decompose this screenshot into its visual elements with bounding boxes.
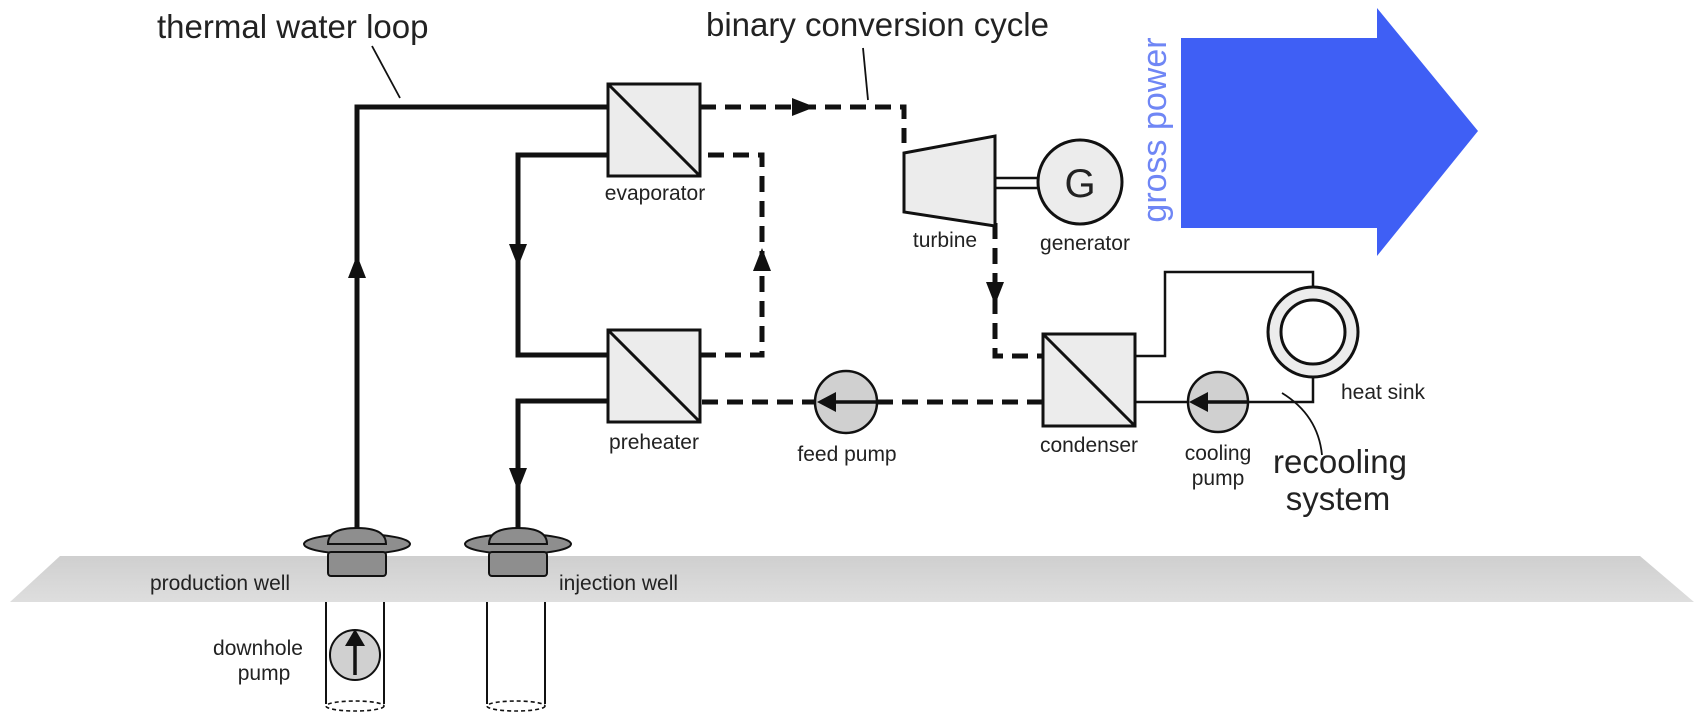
turbine-label: turbine xyxy=(913,229,977,252)
production-well-label: production well xyxy=(150,572,290,595)
condenser-label: condenser xyxy=(1040,434,1138,457)
turbine-icon xyxy=(902,134,997,228)
binary-cycle-leader xyxy=(862,47,869,101)
cooling-pump-icon xyxy=(1186,370,1250,434)
thermal-loop-flow-arrows xyxy=(348,244,527,491)
downhole-pump-label-line1: downhole xyxy=(213,637,303,660)
binary-cycle-flow-arrows xyxy=(753,98,1004,305)
binary-conversion-cycle-label: binary conversion cycle xyxy=(706,6,1049,43)
generator-icon xyxy=(1036,138,1124,226)
thermal-water-loop-lines xyxy=(354,104,608,538)
generator-symbol: G xyxy=(1064,162,1095,206)
preheater-label: preheater xyxy=(609,431,699,454)
injection-well-label: injection well xyxy=(559,572,678,595)
turbine-generator-shaft xyxy=(995,176,1038,190)
recooling-system-label-line2: system xyxy=(1286,480,1391,517)
cooling-pump-label-line1: cooling xyxy=(1185,442,1252,465)
recooling-system-label-line1: recooling xyxy=(1273,443,1407,480)
thermal-water-loop-label: thermal water loop xyxy=(157,8,428,45)
downhole-pump-label-line2: pump xyxy=(238,662,291,685)
cooling-pump-label-line2: pump xyxy=(1192,467,1245,490)
heat-sink-label: heat sink xyxy=(1341,381,1426,404)
heat-sink-icon xyxy=(1266,285,1360,379)
feed-pump-label: feed pump xyxy=(797,443,896,466)
evaporator-label: evaporator xyxy=(605,182,705,205)
production-wellhead-icon xyxy=(303,526,411,577)
thermal-water-loop-leader xyxy=(371,45,401,99)
generator-label: generator xyxy=(1040,232,1130,255)
evaporator-icon xyxy=(606,82,702,178)
ground-plane xyxy=(10,556,1694,602)
preheater-icon xyxy=(606,328,702,424)
downhole-pump-icon xyxy=(329,629,381,681)
injection-borehole xyxy=(486,602,546,712)
injection-wellhead-icon xyxy=(464,526,572,577)
production-borehole xyxy=(325,602,385,712)
gross-power-arrow xyxy=(1181,8,1478,256)
gross-power-label: gross power xyxy=(1136,37,1174,222)
recooling-system-leader xyxy=(1281,392,1323,456)
condenser-icon xyxy=(1041,332,1137,428)
feed-pump-icon xyxy=(813,369,879,435)
